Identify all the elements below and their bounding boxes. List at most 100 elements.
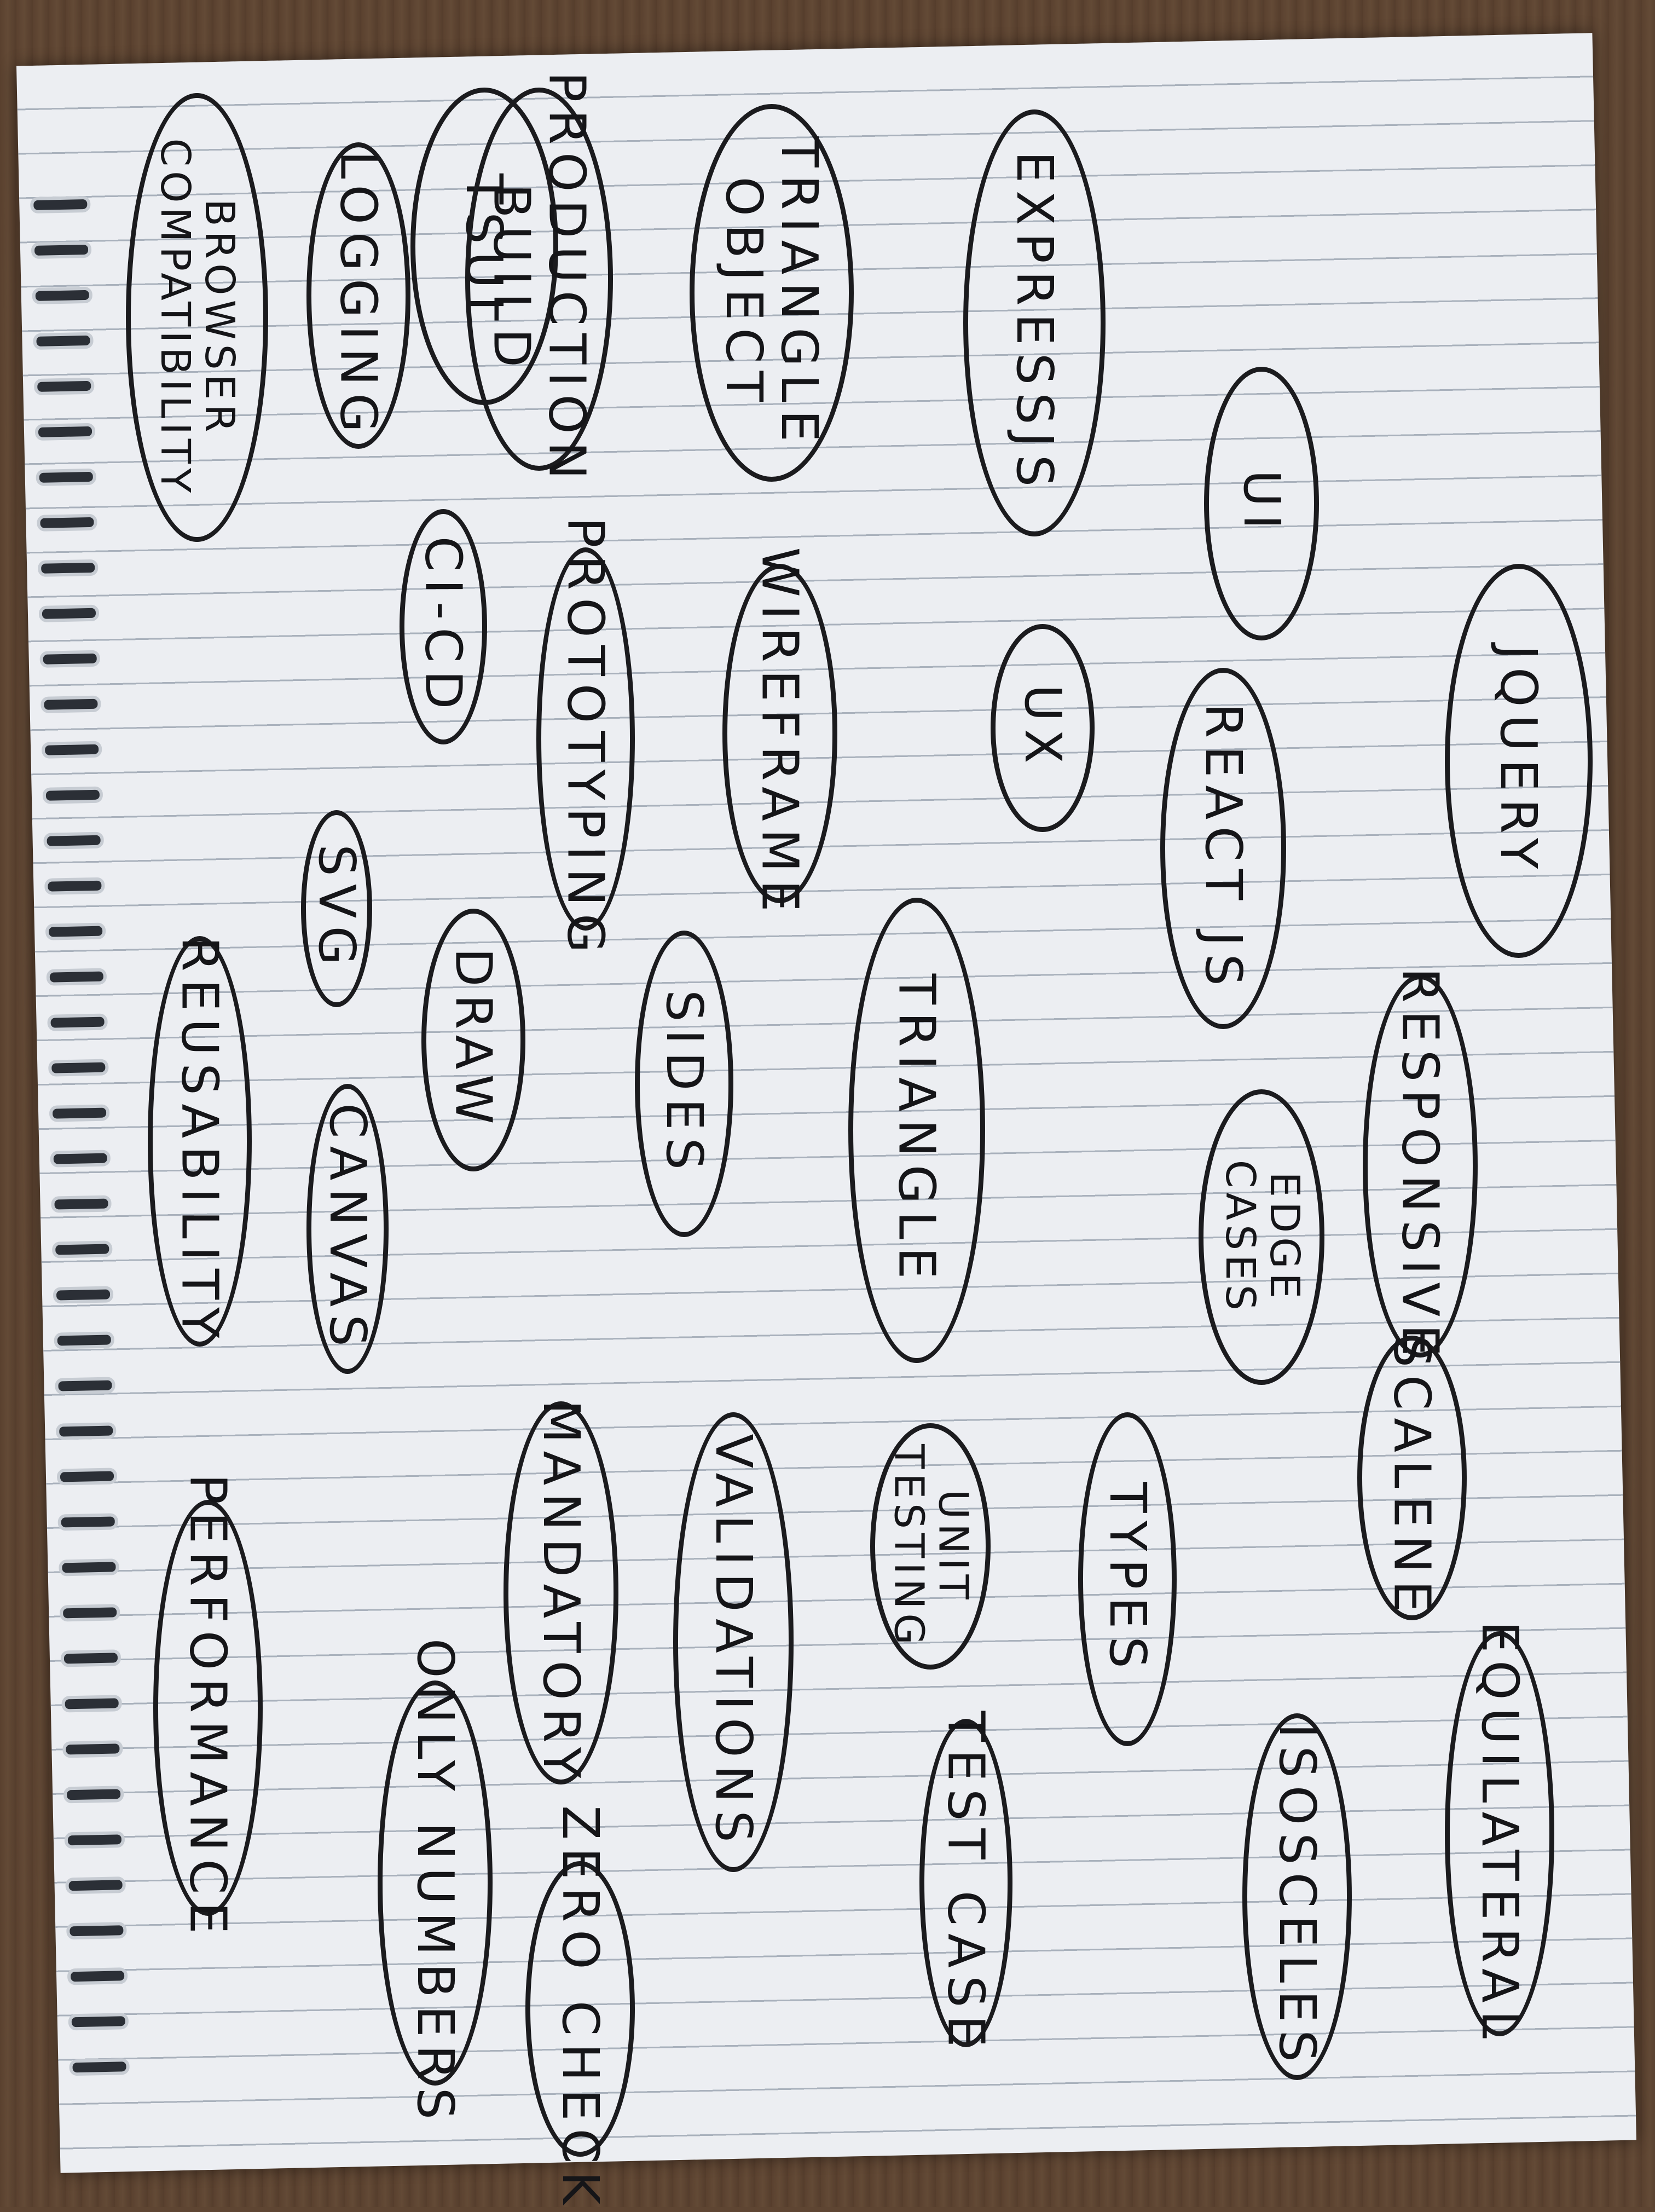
spiral-ring	[37, 559, 99, 577]
spiral-ring	[46, 968, 107, 986]
bubble-label: EXPRESSJS	[1005, 151, 1064, 495]
bubble-label: TEST CASE	[936, 1711, 996, 2055]
spiral-ring	[49, 1104, 110, 1122]
bubble-label: REUSABILITY	[170, 937, 229, 1346]
spiral-ring	[34, 423, 96, 441]
bubble-ux: UX	[991, 624, 1095, 832]
spiral-ring	[31, 241, 92, 259]
spiral-ring	[45, 922, 106, 940]
spiral-ring	[33, 377, 95, 396]
spiral-ring	[37, 513, 97, 532]
bubble-test-case: TEST CASE	[919, 1711, 1012, 2055]
bubble-label: PERFORMANCE	[178, 1474, 238, 1942]
bubble-label: RESPONSIVE	[1391, 968, 1450, 1364]
spiral-ring	[50, 1150, 111, 1168]
bubble-triangle-object: TRIANGLE OBJECT	[690, 104, 854, 482]
bubble-label: ISOSCELES	[1268, 1723, 1327, 2070]
spiral-ring	[66, 1922, 127, 1940]
bubble-equilateral: EQUILATERAL	[1445, 1621, 1554, 2046]
bubble-ci-cd: CI-CD	[400, 509, 487, 744]
bubble-label: MANDATORY	[531, 1400, 591, 1786]
bubble-prototyping: PROTOTYPING	[536, 517, 635, 961]
spiral-ring	[68, 2013, 129, 2031]
bubble-unit-testing: UNIT TESTING	[870, 1423, 991, 1670]
spiral-ring	[39, 650, 101, 668]
spiral-ring	[36, 468, 97, 486]
bubble-label: DRAW	[444, 948, 503, 1132]
spiral-ring	[30, 195, 91, 214]
bubble-wireframe: WIREFRAME	[722, 547, 837, 920]
bubble-label: ZERO CHECK	[551, 1805, 610, 2212]
spiral-ring	[61, 1695, 122, 1713]
spiral-ring	[59, 1604, 120, 1622]
bubble-label: JQUERY	[1489, 645, 1548, 877]
bubble-label: CI-CD	[414, 536, 473, 717]
bubble-label: CANVAS	[318, 1103, 377, 1355]
spiral-ring	[57, 1513, 119, 1531]
bubble-label: PROTOTYPING	[556, 517, 615, 961]
bubble-label: UX	[1013, 684, 1072, 772]
bubble-types: TYPES	[1078, 1412, 1177, 1746]
bubble-browser-compatibility: BROWSER COMPATIBILITY	[126, 93, 268, 542]
spiral-ring	[48, 1059, 109, 1077]
bubble-label: SVG	[307, 844, 366, 973]
spiral-ring	[44, 877, 105, 895]
bubble-edge-cases: EDGE CASES	[1199, 1089, 1324, 1385]
bubble-label: WIREFRAME	[750, 547, 809, 920]
bubble-only-numbers: ONLY NUMBERS	[378, 1639, 493, 2127]
bubble-label: SCALENE	[1382, 1336, 1442, 1620]
bubble-draw: DRAW	[421, 909, 525, 1171]
spiral-ring	[67, 1967, 128, 1985]
spiral-ring	[63, 1786, 124, 1804]
bubble-validations: VALIDATIONS	[673, 1412, 794, 1872]
spiral-ring	[55, 1422, 117, 1440]
bubble-canvas: CANVAS	[306, 1084, 389, 1374]
spiral-ring	[40, 695, 101, 713]
spiral-ring	[32, 286, 93, 305]
spiral-ring	[42, 786, 103, 804]
spiral-ring	[60, 1649, 121, 1667]
bubble-label: BROWSER COMPATIBILITY	[152, 138, 244, 497]
spiral-ring	[53, 1286, 114, 1304]
spiral-ring	[41, 741, 102, 759]
bubble-label: TRIANGLE	[887, 974, 946, 1287]
bubble-production-build: PRODUCTION BUILD	[465, 72, 613, 487]
spiral-ring	[62, 1740, 123, 1758]
bubble-performance: PERFORMANCE	[153, 1474, 263, 1942]
bubble-triangle: TRIANGLE	[848, 898, 985, 1363]
bubble-label: UI	[1232, 470, 1291, 538]
spiral-ring	[59, 1558, 119, 1576]
bubble-label: TYPES	[1098, 1482, 1157, 1677]
spiral-ring	[56, 1468, 118, 1486]
bubble-label: SIDES	[655, 990, 714, 1178]
bubble-expressjs: EXPRESSJS	[963, 109, 1106, 536]
spiral-ring	[51, 1195, 112, 1213]
bubble-label: EQUILATERAL	[1470, 1621, 1529, 2047]
spiral-ring	[55, 1377, 115, 1395]
bubble-mandatory: MANDATORY	[504, 1400, 618, 1786]
bubble-ui: UI	[1204, 367, 1319, 640]
spiral-ring	[33, 332, 94, 350]
bubble-label: ONLY NUMBERS	[406, 1638, 465, 2128]
spiral-ring	[52, 1240, 113, 1258]
bubble-isosceles: ISOSCELES	[1242, 1713, 1352, 2080]
bubble-label: EDGE CASES	[1216, 1159, 1308, 1315]
bubble-jquery: JQUERY	[1445, 564, 1593, 958]
spiral-ring	[64, 1831, 125, 1849]
spiral-ring	[47, 1013, 108, 1031]
bubble-label: PRODUCTION BUILD	[482, 71, 597, 487]
spiral-ring	[69, 2058, 130, 2076]
bubble-label: REACT JS	[1194, 703, 1253, 994]
bubble-svg: SVG	[301, 810, 372, 1007]
bubble-sides: SIDES	[635, 931, 733, 1237]
bubble-scalene: SCALENE	[1357, 1336, 1467, 1620]
spiral-ring	[38, 604, 100, 622]
bubble-logging: LOGGING	[306, 142, 410, 449]
bubble-label: VALIDATIONS	[704, 1434, 763, 1851]
bubble-responsive: RESPONSIVE	[1363, 968, 1478, 1364]
bubble-react-js: REACT JS	[1160, 668, 1286, 1029]
bubble-label: UNIT TESTING	[885, 1443, 977, 1649]
spiral-ring	[54, 1331, 115, 1349]
bubble-label: LOGGING	[329, 151, 388, 441]
spiral-ring	[43, 831, 104, 850]
